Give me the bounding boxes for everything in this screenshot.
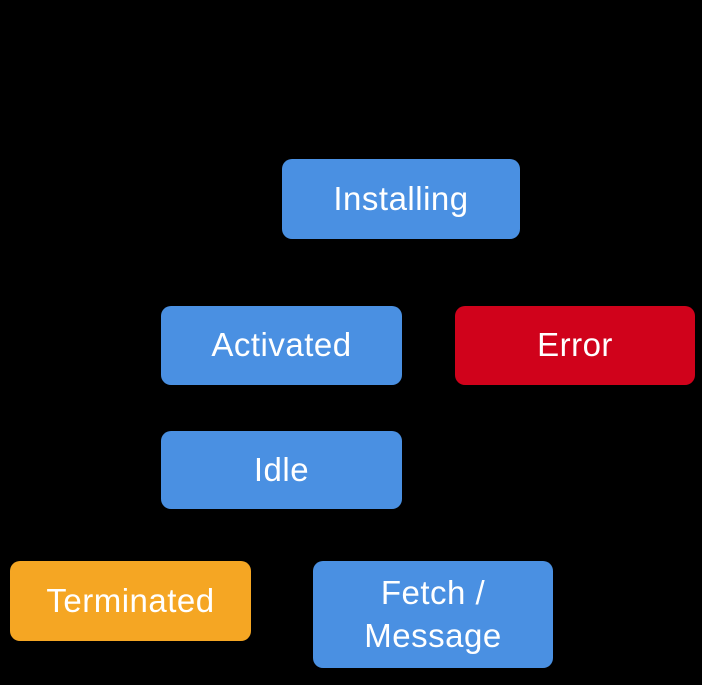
state-label: Installing (333, 179, 469, 217)
state-label: Fetch / Message (364, 573, 502, 654)
state-node-fetch-message: Fetch / Message (313, 561, 553, 668)
state-label: Terminated (46, 581, 215, 619)
state-node-idle: Idle (161, 431, 402, 509)
state-label: Activated (211, 326, 352, 364)
state-label: Idle (253, 450, 310, 488)
state-label: Error (537, 326, 613, 364)
state-node-terminated: Terminated (10, 561, 251, 641)
state-node-activated: Activated (161, 306, 402, 385)
state-node-error: Error (455, 306, 695, 385)
state-node-installing: Installing (282, 159, 520, 239)
